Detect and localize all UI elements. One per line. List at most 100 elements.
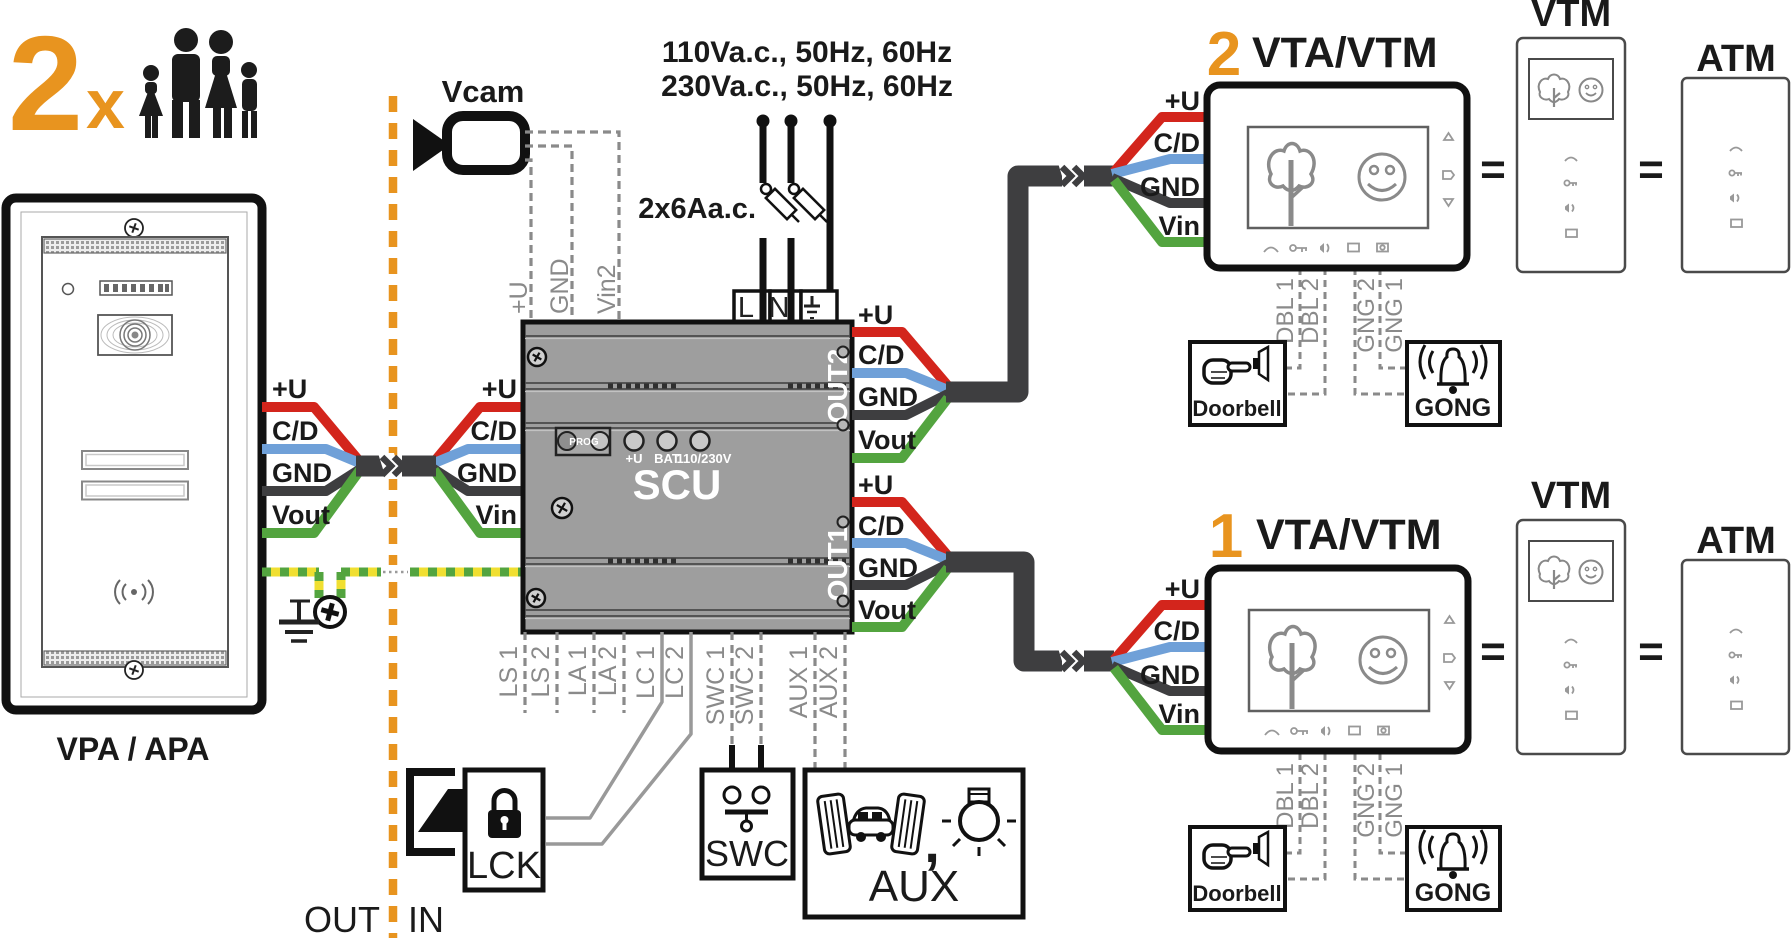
led-plus-u bbox=[623, 430, 645, 452]
monitor-1-fan bbox=[1112, 574, 1206, 730]
call-button[interactable] bbox=[81, 450, 189, 470]
vcam-vin2-line bbox=[525, 130, 621, 322]
led-label: BAT bbox=[654, 451, 680, 466]
wire-label: C/D bbox=[471, 416, 518, 446]
mains-voltage-line2: 230Va.c., 50Hz, 60Hz bbox=[661, 70, 953, 103]
switch-icon bbox=[722, 785, 771, 833]
vcam-group: Vcam +U GND Vin2 bbox=[413, 74, 621, 322]
vcam-label: Vcam bbox=[442, 74, 525, 109]
earth-wire bbox=[262, 565, 523, 643]
wire-plus-u bbox=[262, 402, 364, 466]
led-label: +U bbox=[626, 451, 643, 466]
group-2-number: 2 bbox=[1207, 20, 1241, 89]
call-button[interactable] bbox=[81, 480, 189, 501]
monitor-2-fan bbox=[1112, 86, 1206, 242]
proximity-reader-icon bbox=[114, 579, 154, 605]
wire-plus-u bbox=[852, 497, 952, 560]
prog-button-block[interactable]: PROG bbox=[554, 426, 612, 457]
aux-label: AUX bbox=[869, 862, 959, 911]
earth-ground-icon bbox=[279, 599, 319, 643]
lock-release-group: LCK bbox=[406, 767, 546, 893]
gate-car-icon bbox=[816, 792, 926, 856]
wire-label: C/D bbox=[858, 340, 905, 370]
comma: , bbox=[924, 811, 940, 874]
vtm-atm-cluster-1 bbox=[1480, 475, 1789, 754]
fuse-icon bbox=[787, 182, 828, 223]
power-terminals: L N bbox=[732, 238, 839, 324]
out2-wiring: +U C/D GND Vout bbox=[852, 163, 1116, 463]
divider-in-label: IN bbox=[408, 899, 444, 940]
port-label: LC 2 bbox=[661, 646, 689, 699]
scu-ridges bbox=[525, 335, 850, 617]
scu-out2-label: OUT2 bbox=[822, 349, 853, 424]
divider-out-label: OUT bbox=[304, 899, 380, 940]
vtm-atm-cluster-2 bbox=[1480, 0, 1789, 272]
wire-vout bbox=[262, 467, 365, 538]
wire-label: GND bbox=[272, 458, 332, 488]
port-label: LA 2 bbox=[594, 646, 622, 696]
monitor-2 bbox=[1207, 85, 1467, 268]
scu-title: SCU bbox=[633, 461, 722, 508]
monitor-group-2-title: 2 VTA/VTM bbox=[1207, 20, 1438, 89]
mains-power-group: 110Va.c., 50Hz, 60Hz 230Va.c., 50Hz, 60H… bbox=[638, 36, 953, 324]
wire-label: GND bbox=[858, 382, 918, 412]
scu-out1-label: OUT1 bbox=[822, 527, 853, 602]
port-label: LA 1 bbox=[564, 646, 592, 696]
swc-label: SWC bbox=[705, 833, 789, 874]
wire-label: GND bbox=[858, 553, 918, 583]
prog-button[interactable] bbox=[557, 431, 577, 451]
wire-label: Vout bbox=[858, 425, 916, 455]
door-strike-bracket bbox=[406, 768, 455, 856]
prog-led bbox=[590, 431, 610, 451]
vcam-gnd-line bbox=[525, 144, 574, 322]
terminal-l-label: L bbox=[738, 292, 754, 324]
wire-cd bbox=[262, 444, 364, 469]
vcam-wire-label: +U bbox=[505, 281, 533, 314]
earth-terminal-icon bbox=[804, 296, 820, 319]
scu-vents bbox=[608, 383, 846, 564]
apartment-count: 2 bbox=[8, 8, 83, 159]
port-label: LC 1 bbox=[632, 646, 660, 699]
group-2-label: VTA/VTM bbox=[1252, 29, 1438, 77]
wire-label: Vout bbox=[858, 595, 916, 625]
wire-plus-u bbox=[852, 327, 952, 390]
panel-camera bbox=[97, 314, 173, 356]
wire-gnd bbox=[852, 389, 951, 420]
monitor-1 bbox=[1208, 568, 1468, 751]
doorbell-gong-cluster-1 bbox=[1188, 751, 1502, 912]
scu-terminal-screws bbox=[836, 345, 850, 608]
wire-label: Vin bbox=[475, 500, 517, 530]
screw-icon bbox=[525, 587, 547, 609]
group-1-number: 1 bbox=[1209, 502, 1243, 571]
port-label: AUX 1 bbox=[785, 646, 813, 718]
vcam-wire-label: Vin2 bbox=[593, 264, 621, 314]
screw-icon bbox=[124, 218, 144, 238]
port-label: LS 2 bbox=[527, 646, 555, 697]
entry-panel-label: VPA / APA bbox=[57, 731, 210, 767]
led-bat bbox=[656, 430, 678, 452]
family-icon bbox=[139, 28, 257, 138]
lck-label: LCK bbox=[467, 845, 541, 887]
wire-vout bbox=[852, 394, 952, 463]
mains-voltage-line1: 110Va.c., 50Hz, 60Hz bbox=[662, 36, 952, 69]
ground-screw-icon bbox=[313, 595, 347, 629]
panel-riser-wires: +U C/D GND Vout +U C/D GND Vin bbox=[262, 374, 523, 538]
wire-gnd bbox=[852, 559, 951, 590]
wire-label: C/D bbox=[272, 416, 319, 446]
wire-label: +U bbox=[858, 300, 893, 330]
monitor-group-1-title: 1 VTA/VTM bbox=[1209, 502, 1442, 571]
wire-label: +U bbox=[858, 470, 893, 500]
aux-group: , AUX bbox=[802, 767, 1026, 920]
scu-unit: PROG +U BAT 110/230V SCU OUT2 OUT1 bbox=[520, 319, 855, 635]
terminal-n-label: N bbox=[769, 292, 790, 324]
padlock-icon bbox=[488, 788, 521, 838]
screw-icon bbox=[526, 346, 548, 368]
prog-label: PROG bbox=[569, 437, 599, 448]
wire-label: +U bbox=[272, 374, 307, 404]
switch-group: SWC bbox=[699, 745, 796, 881]
times-sign: x bbox=[86, 65, 125, 143]
screw-icon bbox=[124, 660, 144, 680]
wire-label: Vout bbox=[272, 500, 330, 530]
door-strike-wedge bbox=[418, 789, 470, 832]
